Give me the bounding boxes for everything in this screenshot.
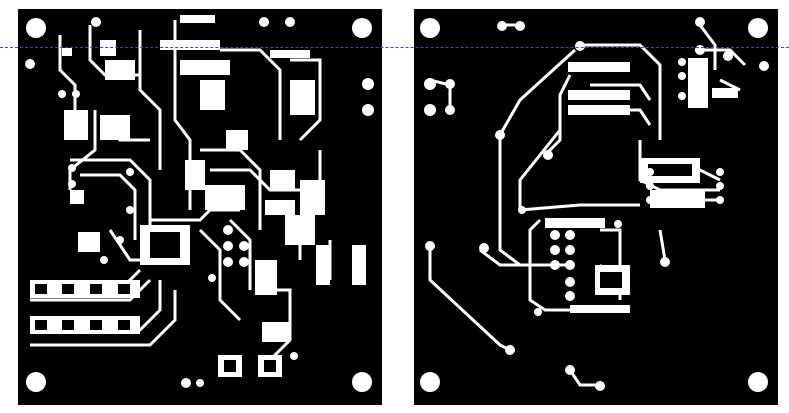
- mounting-hole: [26, 372, 46, 392]
- mounting-hole: [352, 18, 372, 38]
- mounting-hole: [748, 18, 768, 38]
- horizontal-guide-line: [0, 47, 789, 48]
- mounting-hole: [748, 372, 768, 392]
- right-pcb-board: [414, 9, 778, 405]
- left-pcb-board: [18, 9, 382, 405]
- left-pad-holes: [35, 232, 276, 372]
- left-pads: [30, 15, 366, 377]
- right-vias: [424, 17, 769, 391]
- mounting-hole: [26, 18, 46, 38]
- right-board-substrate: [414, 9, 778, 405]
- mounting-hole: [352, 372, 372, 392]
- right-pad-holes: [600, 164, 692, 288]
- left-vias: [25, 17, 374, 388]
- mounting-hole: [420, 18, 440, 38]
- mounting-hole: [420, 372, 440, 392]
